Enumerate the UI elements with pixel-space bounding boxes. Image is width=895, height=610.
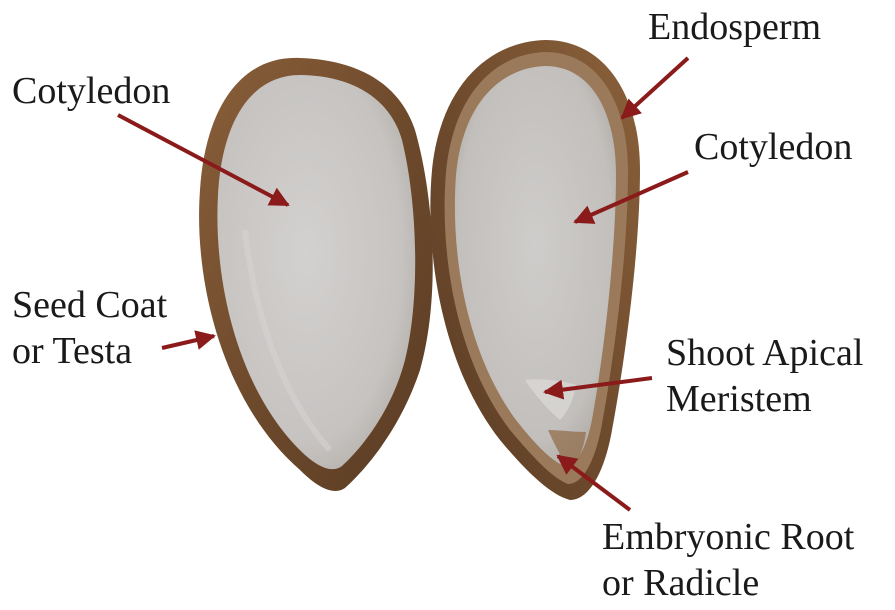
label-cotyledon-right: Cotyledon xyxy=(694,124,852,170)
label-shoot-meristem: Shoot Apical Meristem xyxy=(666,330,863,422)
label-seed-coat-line1: Seed Coat xyxy=(12,282,167,328)
label-shoot-line1: Shoot Apical xyxy=(666,330,863,376)
label-cotyledon-left-text: Cotyledon xyxy=(12,70,170,112)
label-root-line1: Embryonic Root xyxy=(602,514,854,560)
label-shoot-line2: Meristem xyxy=(666,376,863,422)
label-embryonic-root: Embryonic Root or Radicle xyxy=(602,514,854,606)
label-endosperm-text: Endosperm xyxy=(648,6,821,48)
label-seed-coat: Seed Coat or Testa xyxy=(12,282,167,374)
label-endosperm: Endosperm xyxy=(648,4,821,50)
label-seed-coat-line2: or Testa xyxy=(12,328,167,374)
left-seed-half xyxy=(199,58,433,491)
label-cotyledon-right-text: Cotyledon xyxy=(694,126,852,168)
arrow-endosperm xyxy=(622,58,688,118)
arrow-seed-coat xyxy=(162,336,214,348)
label-root-line2: or Radicle xyxy=(602,560,854,606)
right-seed-half xyxy=(430,40,640,500)
label-cotyledon-left: Cotyledon xyxy=(12,68,170,114)
